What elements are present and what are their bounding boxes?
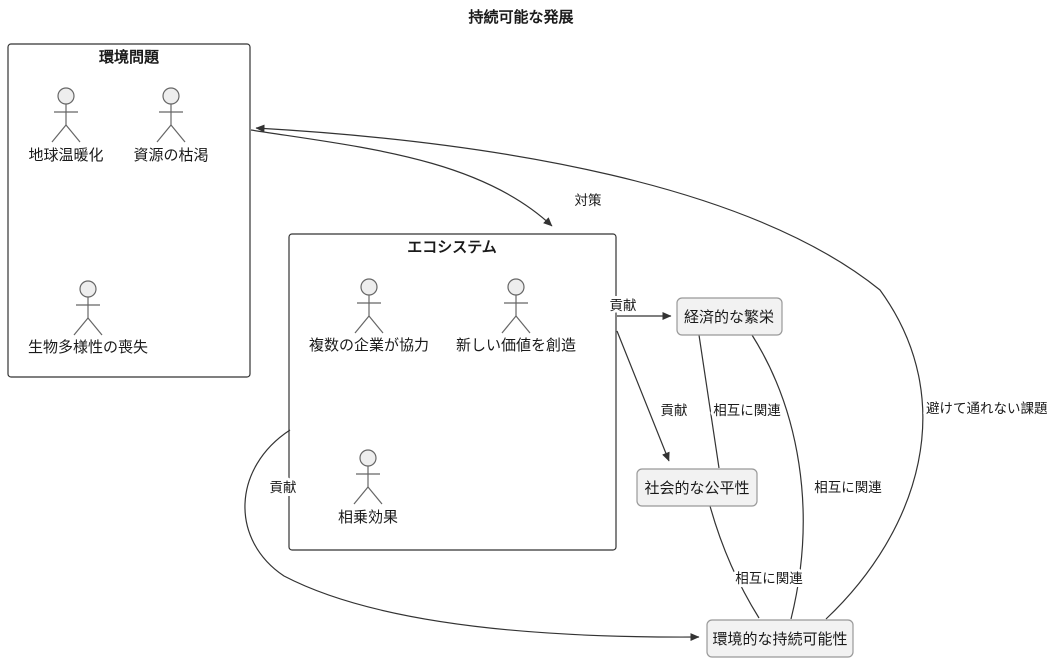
actor-resource-depletion: 資源の枯渇 [133, 87, 209, 164]
edge-unavoidable-challenge [255, 124, 924, 620]
container-environmental-issues [7, 43, 251, 378]
edge-label-related-economy-environment: 相互に関連 [814, 480, 882, 495]
edge-label-contribution-economy: 貢献 [610, 298, 637, 313]
container-ecosystem [288, 233, 617, 551]
actor-label: 相乗効果 [338, 509, 398, 526]
actor-label: 生物多様性の喪失 [28, 338, 148, 356]
edge-label-countermeasures: 対策 [575, 192, 603, 208]
actor-synergy: 相乗効果 [338, 449, 398, 526]
node-label: 経済的な繁栄 [684, 309, 774, 326]
edge-label-unavoidable-challenge: 避けて通れない課題 [926, 401, 1048, 416]
edge-label-contribution-social: 貢献 [661, 403, 688, 418]
node-social-equity: 社会的な公平性 [636, 468, 758, 507]
actor-global-warming: 地球温暖化 [28, 87, 104, 164]
diagram-title: 持続可能な発展 [468, 8, 573, 26]
edge-label-related-economy-social: 相互に関連 [713, 403, 781, 418]
node-box [706, 619, 854, 658]
node-label: 環境的な持続可能性 [712, 630, 847, 648]
edge-related-economy-social [698, 334, 720, 469]
edge-related-economy-environment [751, 334, 804, 620]
actor-label: 地球温暖化 [28, 147, 103, 164]
actor-label: 資源の枯渇 [133, 147, 208, 164]
edge-label-related-social-environment: 相互に関連 [735, 571, 803, 586]
edge-related-social-environment [709, 505, 760, 619]
edge-contribution-social [616, 330, 670, 462]
actor-create-new-value: 新しい価値を創造 [456, 278, 576, 354]
container-ecosystem-title: エコシステム [407, 239, 497, 256]
edge-label-contribution-environment: 貢献 [270, 480, 297, 495]
node-label: 社会的な公平性 [644, 480, 749, 497]
node-economic-prosperity: 経済的な繁栄 [676, 297, 783, 336]
node-environmental-sustainability: 環境的な持続可能性 [706, 619, 854, 658]
edge-countermeasures [250, 129, 553, 227]
edge-contribution-environment [244, 429, 700, 642]
actor-label: 複数の企業が協力 [309, 336, 429, 354]
edges [244, 124, 924, 642]
actor-biodiversity-loss: 生物多様性の喪失 [28, 280, 148, 356]
node-box [636, 468, 758, 507]
actor-companies-cooperate: 複数の企業が協力 [309, 278, 429, 354]
node-box [676, 297, 783, 336]
container-environmental-issues-title: 環境問題 [99, 48, 160, 66]
actor-label: 新しい価値を創造 [456, 337, 576, 354]
edge-labels: 対策 貢献 貢献 貢献 相互に関連 相互に関連 相互に関連 避けて通れない課題 [267, 189, 1051, 589]
